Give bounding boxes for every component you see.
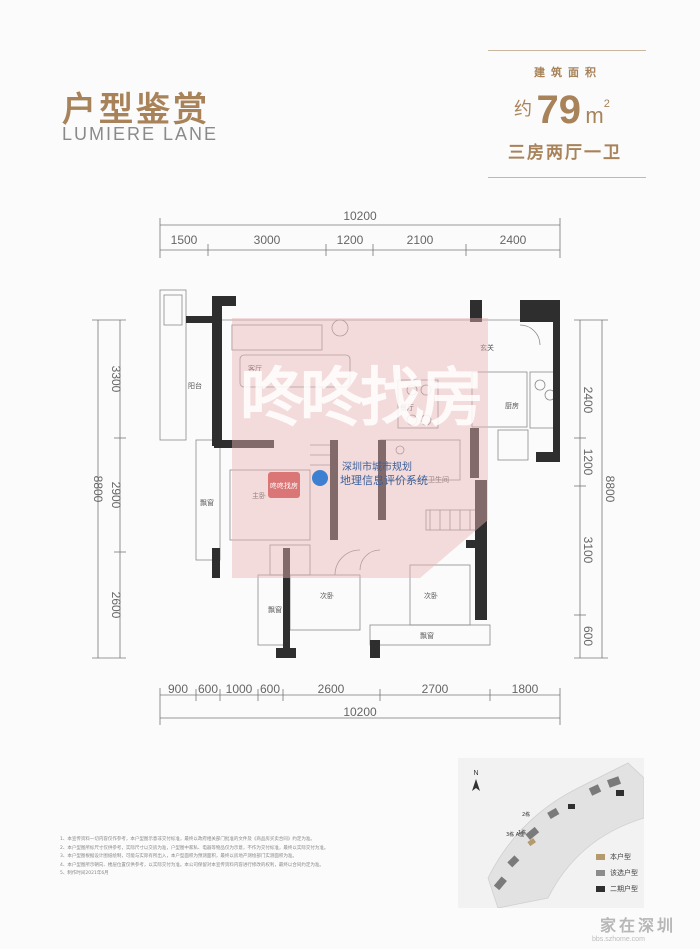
- area-unit: m: [585, 103, 604, 128]
- dim-bottom-seg-2: 600: [198, 682, 218, 696]
- site-legend: 本户型 该选户型 二期户型: [596, 852, 638, 900]
- room-master: 主卧: [252, 491, 266, 500]
- room-balcony: 阳台: [188, 381, 202, 390]
- room-labels: 阳台 客厅 玄关 餐厅 厨房 主卧 飘窗 卫生间 次卧 飘窗 次卧 飘窗: [188, 343, 519, 640]
- legend-swatch: [596, 870, 605, 876]
- dim-left-seg-1: 3300: [109, 366, 123, 393]
- north-arrow-icon: [472, 779, 480, 791]
- note-line: 4、本户型图所示朝向、楼层位置仅供参考，以实际交付为准。本公司保留对本宣传资料内…: [60, 862, 324, 868]
- area-label: 建筑面积: [534, 67, 602, 79]
- dim-top-seg-2: 3000: [254, 233, 281, 247]
- watermark-logo-icon: [312, 470, 328, 486]
- legend-label: 该选户型: [610, 869, 638, 877]
- watermark-badge: 咚咚找房: [270, 481, 298, 490]
- footer-url: bbs.szhome.com: [592, 936, 645, 943]
- room-living: 客厅: [248, 364, 262, 373]
- dim-top-total: 10200: [343, 209, 377, 223]
- dim-left-seg-3: 2600: [109, 592, 123, 619]
- area-value-row: 约 79 m2: [514, 88, 610, 133]
- note-line: 5、制作时间2021年6月: [60, 871, 109, 876]
- north-label: N: [473, 770, 478, 777]
- legend-swatch: [596, 854, 605, 860]
- dim-bottom-seg-4: 600: [260, 682, 280, 696]
- plan-outlines: [159, 289, 560, 646]
- note-line: 1、本宣传资料一切内容仅作参考，本户型图示意非交付标准，最终以政府相关部门批准的…: [60, 837, 315, 842]
- dim-bottom-seg-6: 2700: [422, 682, 449, 696]
- watermark-shape: [232, 318, 488, 578]
- area-layout: 三房两厅一卫: [508, 143, 622, 162]
- note-line: 2、本户型图所标尺寸仅供参考，实际尺寸以交房为准，户型图中家私、电器等物品仅为示…: [60, 845, 329, 851]
- watermark-line1: 深圳市城市规划: [342, 460, 412, 473]
- dim-bottom-seg-5: 2600: [318, 682, 345, 696]
- site-parcel: [487, 762, 644, 908]
- room-second-1: 次卧: [320, 591, 334, 600]
- legend-item: 二期户型: [596, 884, 638, 894]
- dim-bottom-seg-3: 1000: [226, 682, 253, 696]
- dim-top-seg-3: 1200: [337, 233, 364, 247]
- room-bay-master: 飘窗: [200, 498, 214, 507]
- legend-label: 二期户型: [610, 885, 638, 893]
- plan-walls: [186, 296, 560, 658]
- room-entry: 玄关: [480, 343, 494, 352]
- dim-right-seg-2: 1200: [581, 449, 595, 476]
- site-highlight: [527, 838, 536, 847]
- site-label-1: 1栋: [518, 829, 526, 836]
- dim-right-seg-4: 600: [581, 626, 595, 646]
- dim-left-total: 8800: [91, 476, 105, 503]
- area-top-rule: [488, 50, 646, 51]
- legend-label: 本户型: [610, 853, 631, 861]
- disclaimer-notes: 1、本宣传资料一切内容仅作参考，本户型图示意非交付标准，最终以政府相关部门批准的…: [60, 836, 440, 879]
- watermark: 咚咚找房 咚咚找房 深圳市城市规划 地理信息评价系统: [232, 318, 488, 578]
- dimension-lines: [92, 218, 608, 725]
- room-dining: 餐厅: [400, 403, 414, 412]
- site-map: N 2栋 3栋 A座 1栋: [458, 758, 644, 908]
- room-kitchen: 厨房: [505, 401, 519, 410]
- footer-brand: 家在深圳: [600, 916, 677, 935]
- dim-bottom-seg-1: 900: [168, 682, 188, 696]
- room-bay-second-2: 飘窗: [420, 631, 434, 640]
- page-subtitle: LUMIERE LANE: [62, 124, 219, 144]
- site-buildings: [493, 776, 622, 891]
- dim-top-seg-4: 2100: [407, 233, 434, 247]
- dim-right-seg-3: 3100: [581, 537, 595, 564]
- north-arrow: N: [472, 770, 480, 791]
- watermark-badge-box: [268, 472, 300, 498]
- dim-right-total: 8800: [603, 476, 617, 503]
- room-second-2: 次卧: [424, 591, 438, 600]
- site-label-3: 3栋 A座: [506, 831, 524, 838]
- dim-bottom-total: 10200: [343, 705, 377, 719]
- room-bath: 卫生间: [428, 475, 449, 484]
- dim-top-seg-1: 1500: [171, 233, 198, 247]
- floor-plan: 10200 1500 3000 1200 2100 2400 900 600 1…: [91, 209, 617, 725]
- room-bay-second-1: 飘窗: [268, 605, 282, 614]
- legend-swatch: [596, 886, 605, 892]
- page-title: 户型鉴赏: [62, 90, 210, 130]
- area-prefix: 约: [514, 99, 532, 119]
- dim-right-seg-1: 2400: [581, 387, 595, 414]
- dim-top-seg-5: 2400: [500, 233, 527, 247]
- note-line: 3、本户型图根据设计图纸绘制，可能与实际有所出入，本户型面积为预测面积，最终以房…: [60, 854, 297, 859]
- legend-item: 本户型: [596, 852, 638, 862]
- area-value: 79: [536, 88, 581, 132]
- watermark-line2: 地理信息评价系统: [340, 473, 428, 487]
- legend-item: 该选户型: [596, 868, 638, 878]
- site-phase2: [568, 790, 624, 809]
- area-unit-sup: 2: [603, 98, 610, 110]
- watermark-text: 咚咚找房: [240, 362, 480, 436]
- dim-left-seg-2: 2900: [109, 482, 123, 509]
- area-box: 建筑面积 约 79 m2 三房两厅一卫: [488, 50, 646, 178]
- area-bottom-rule: [488, 177, 646, 178]
- dim-bottom-seg-7: 1800: [512, 682, 539, 696]
- site-label-2: 2栋: [522, 811, 530, 818]
- dimension-labels: 10200 1500 3000 1200 2100 2400 900 600 1…: [91, 209, 617, 719]
